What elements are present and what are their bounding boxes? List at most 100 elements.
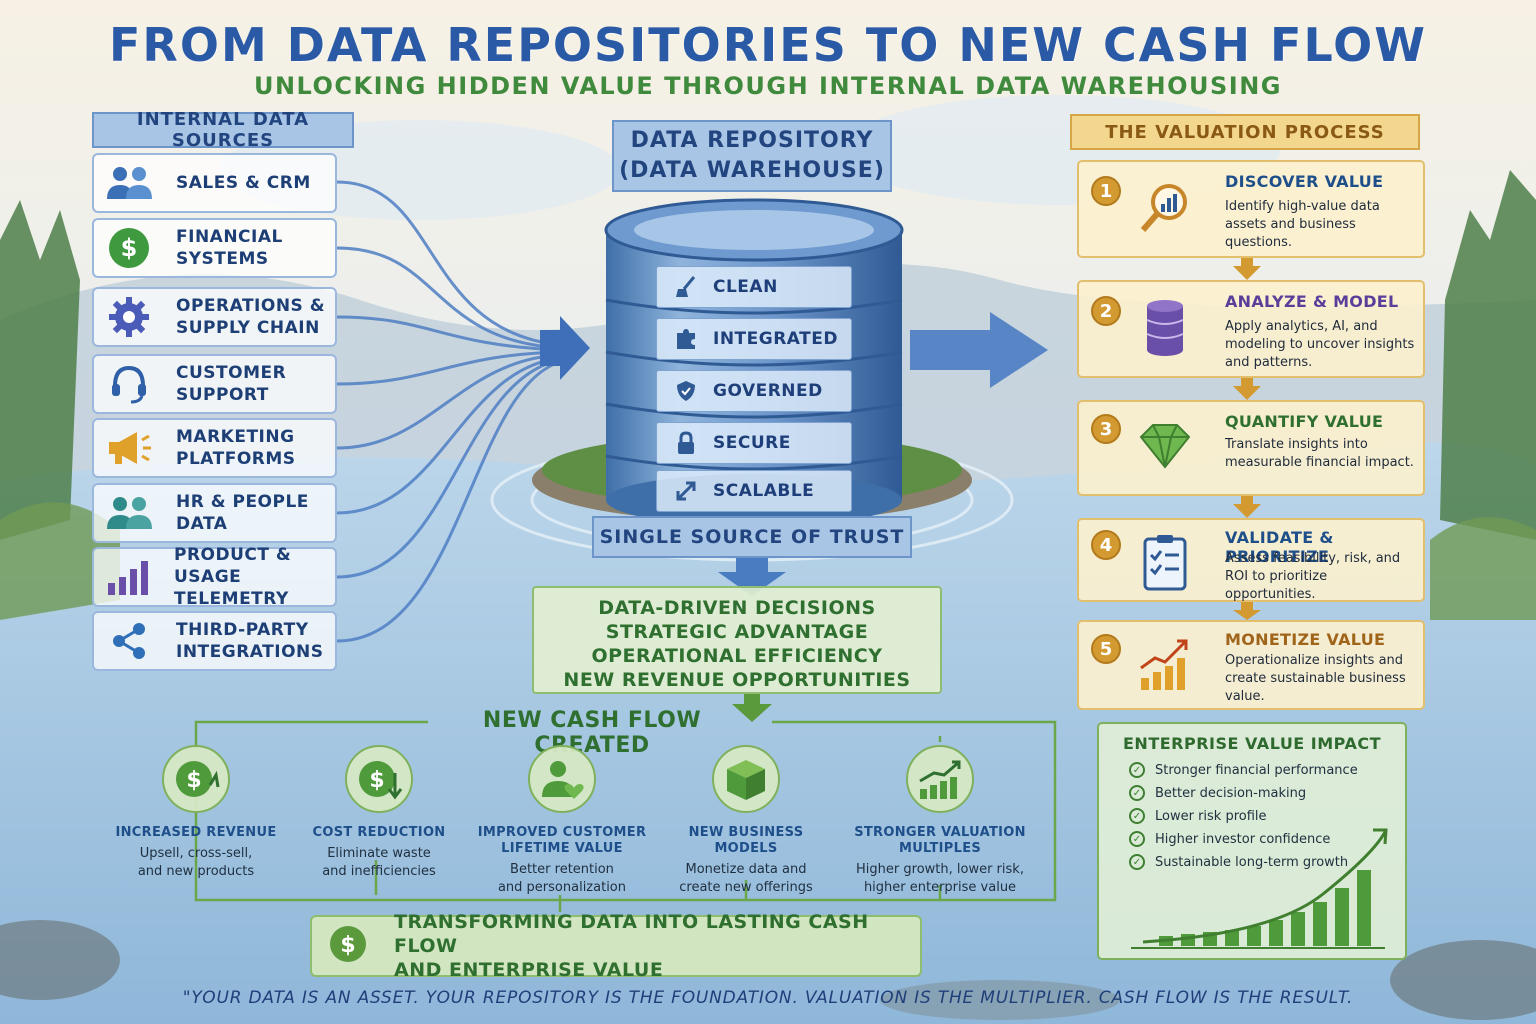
repository-layer-secure: SECURE: [656, 422, 852, 464]
repository-title: DATA REPOSITORY (DATA WAREHOUSE): [612, 120, 892, 192]
benefit-desc-line2: and personalization: [497, 880, 627, 895]
valuation-step-5: 5 MONETIZE VALUE Operationalize insights…: [1077, 620, 1425, 710]
puzzle-icon: [673, 326, 699, 352]
source-label-line1: SALES & CRM: [176, 173, 311, 193]
expand-arrows-icon: [673, 478, 699, 504]
benefit-title: STRONGER VALUATION: [854, 825, 1026, 840]
check-icon: ✓: [1129, 854, 1145, 870]
step-title: VALIDATE & PRIORITIZE: [1225, 528, 1334, 566]
step-title: DISCOVER VALUE: [1225, 172, 1384, 191]
bar-chart-icon: [104, 555, 152, 599]
valuation-step-4: 4 VALIDATE & PRIORITIZE Assess feasibili…: [1077, 518, 1425, 602]
transform-line2: AND ENTERPRISE VALUE: [394, 959, 664, 981]
outcome-line: NEW REVENUE OPPORTUNITIES: [563, 669, 911, 691]
growth-bars-icon: [1131, 828, 1388, 949]
magnifier-chart-icon: [1135, 178, 1195, 238]
transform-line1: TRANSFORMING DATA INTO LASTING CASH FLOW: [394, 911, 869, 957]
benefit-increased-revenue: $ INCREASED REVENUE Upsell, cross-sell, …: [101, 745, 291, 881]
dollar-icon: $: [104, 226, 154, 270]
step-title: ANALYZE & MODEL: [1225, 292, 1399, 311]
clipboard-check-icon: [1135, 532, 1195, 592]
source-label-line2: PLATFORMS: [176, 449, 296, 469]
headset-icon: [104, 362, 154, 406]
repository-layer-scalable: SCALABLE: [656, 470, 852, 512]
source-label-line1: PRODUCT & USAGE: [174, 545, 292, 587]
megaphone-icon: [104, 426, 154, 470]
dollar-up-icon: $: [162, 745, 230, 813]
page-subtitle: UNLOCKING HIDDEN VALUE THROUGH INTERNAL …: [253, 72, 1282, 100]
step-desc: Apply analytics, AI, and modeling to unc…: [1225, 319, 1415, 370]
gem-icon: [1135, 416, 1195, 476]
dollar-icon: $: [328, 924, 368, 968]
step-desc: Translate insights into measurable finan…: [1225, 437, 1414, 470]
benefit-desc-line2: and new products: [137, 864, 255, 879]
benefit-title-line2: LIFETIME VALUE: [501, 841, 623, 856]
repository-layer-integrated: INTEGRATED: [656, 318, 852, 360]
benefit-desc-line2: higher enterprise value: [863, 880, 1017, 895]
database-icon: [1135, 298, 1195, 358]
impact-item: ✓Higher investor confidence: [1129, 831, 1330, 847]
step-number: 1: [1091, 176, 1121, 206]
outcome-line: STRATEGIC ADVANTAGE: [605, 621, 869, 643]
impact-item-text: Sustainable long-term growth: [1155, 854, 1349, 870]
benefit-cost-reduction: $ COST REDUCTION Eliminate waste and ine…: [284, 745, 474, 881]
benefit-desc-line2: create new offerings: [679, 880, 813, 895]
layer-label-text: CLEAN: [713, 277, 778, 297]
benefit-stronger-valuation: STRONGER VALUATION MULTIPLES Higher grow…: [845, 745, 1035, 897]
growth-chart-icon: [906, 745, 974, 813]
step-title: MONETIZE VALUE: [1225, 630, 1386, 649]
benefit-title: NEW BUSINESS: [688, 825, 804, 840]
check-icon: ✓: [1129, 808, 1145, 824]
source-label-line1: THIRD-PARTY: [176, 620, 309, 640]
source-label-line2: INTEGRATIONS: [176, 642, 324, 662]
valuation-heading: THE VALUATION PROCESS: [1070, 114, 1420, 150]
step-number: 5: [1091, 634, 1121, 664]
step-number: 2: [1091, 296, 1121, 326]
shield-icon: [673, 378, 699, 404]
benefit-title-line2: MULTIPLES: [898, 841, 982, 856]
benefit-desc-line1: Upsell, cross-sell,: [139, 846, 253, 861]
source-card-sales-crm: SALES & CRM: [92, 153, 337, 213]
impact-item: ✓ Sustainable long-term growth: [1129, 854, 1348, 870]
benefit-customer-lifetime-value: IMPROVED CUSTOMER LIFETIME VALUE Better …: [467, 745, 657, 897]
impact-item: ✓Lower risk profile: [1129, 808, 1267, 824]
outcome-line: DATA-DRIVEN DECISIONS: [598, 597, 876, 619]
repository-title-line2: (DATA WAREHOUSE): [619, 158, 885, 183]
benefit-desc-line2: and inefficiencies: [322, 864, 436, 879]
repository-title-line1: DATA REPOSITORY: [630, 128, 874, 153]
transform-banner: $ TRANSFORMING DATA INTO LASTING CASH FL…: [310, 911, 922, 981]
repository-layer-clean: CLEAN: [656, 266, 852, 308]
rising-bars-icon: [1135, 634, 1195, 694]
benefit-title: COST REDUCTION: [312, 825, 446, 840]
step-desc: Identify high-value data assets and busi…: [1225, 199, 1380, 250]
source-label-line1: OPERATIONS &: [176, 296, 326, 316]
source-label-line2: TELEMETRY: [174, 589, 289, 609]
svg-text:$: $: [369, 768, 384, 793]
check-icon: ✓: [1129, 785, 1145, 801]
broom-icon: [673, 274, 699, 300]
valuation-step-3: 3 QUANTIFY VALUE Translate insights into…: [1077, 400, 1425, 496]
impact-item: ✓Stronger financial performance: [1129, 762, 1358, 778]
step-number: 4: [1091, 530, 1121, 560]
step-desc: Assess feasibility, risk, and ROI to pri…: [1225, 551, 1401, 602]
layer-label-text: SECURE: [713, 433, 791, 453]
source-label-line1: CUSTOMER: [176, 363, 287, 383]
impact-item-text: Higher investor confidence: [1155, 831, 1331, 847]
sources-heading: INTERNAL DATA SOURCES: [92, 109, 354, 151]
people-icon: [104, 161, 154, 205]
source-label-line1: MARKETING: [176, 427, 295, 447]
step-title: QUANTIFY VALUE: [1225, 412, 1384, 431]
gear-icon: [104, 295, 154, 339]
team-icon: [104, 491, 154, 535]
outcomes-box: DATA-DRIVEN DECISIONS STRATEGIC ADVANTAG…: [532, 586, 942, 694]
source-label-line2: SUPPLY CHAIN: [176, 318, 320, 338]
layer-label-text: INTEGRATED: [713, 329, 838, 349]
benefit-title-line2: MODELS: [714, 841, 778, 856]
benefit-desc-line1: Better retention: [510, 862, 614, 877]
lock-icon: [673, 430, 699, 456]
svg-text:$: $: [186, 768, 201, 793]
repository-layer-governed: GOVERNED: [656, 370, 852, 412]
